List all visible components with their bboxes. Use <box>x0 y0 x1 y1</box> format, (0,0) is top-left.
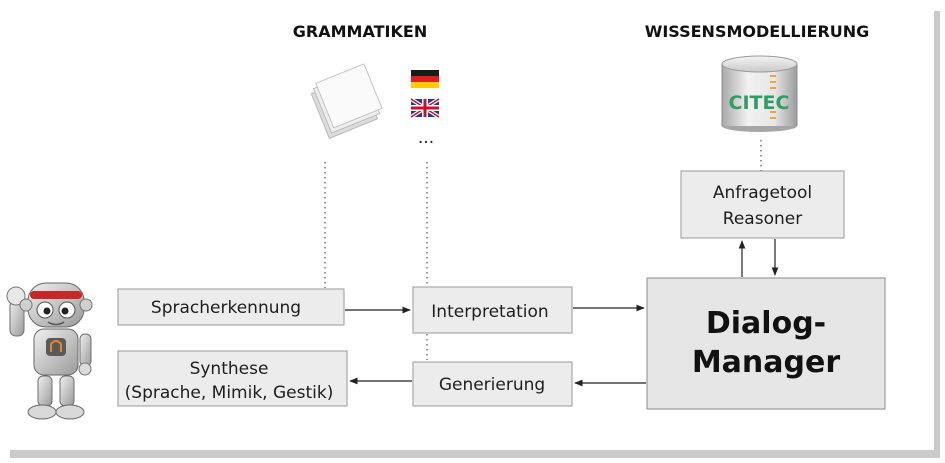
svg-text:Dialog-: Dialog- <box>706 306 826 341</box>
dotted-connectors <box>324 140 762 360</box>
svg-text:Spracherkennung: Spracherkennung <box>151 298 301 318</box>
dialog-manager-box: Dialog- Manager <box>646 277 886 410</box>
speech-recognition-box: Spracherkennung <box>117 288 345 326</box>
database-icon: CITEC <box>721 55 798 132</box>
query-tool-reasoner-box: Anfragetool Reasoner <box>680 170 845 239</box>
robot-icon <box>6 282 93 420</box>
svg-text:Anfragetool: Anfragetool <box>713 183 812 203</box>
svg-text:Synthese: Synthese <box>190 359 269 379</box>
documents-icon <box>310 63 383 139</box>
synthesis-box: Synthese (Sprache, Mimik, Gestik) <box>117 350 348 407</box>
svg-text:(Sprache, Mimik, Gestik): (Sprache, Mimik, Gestik) <box>125 383 334 403</box>
heading-grammars: GRAMMATIKEN <box>293 22 427 41</box>
svg-text:Interpretation: Interpretation <box>431 302 548 322</box>
flow-arrows <box>345 239 779 387</box>
heading-knowledge-modeling: WISSENSMODELLIERUNG <box>645 22 870 41</box>
interpretation-box: Interpretation <box>412 286 573 334</box>
german-flag-icon <box>411 70 439 88</box>
svg-text:Generierung: Generierung <box>439 375 545 395</box>
svg-text:Reasoner: Reasoner <box>723 209 802 229</box>
more-languages-ellipsis: ... <box>418 128 434 148</box>
citec-logo: CITEC <box>729 92 790 114</box>
uk-flag-icon <box>409 97 441 119</box>
generation-box: Generierung <box>412 361 573 407</box>
svg-text:Manager: Manager <box>692 345 841 380</box>
